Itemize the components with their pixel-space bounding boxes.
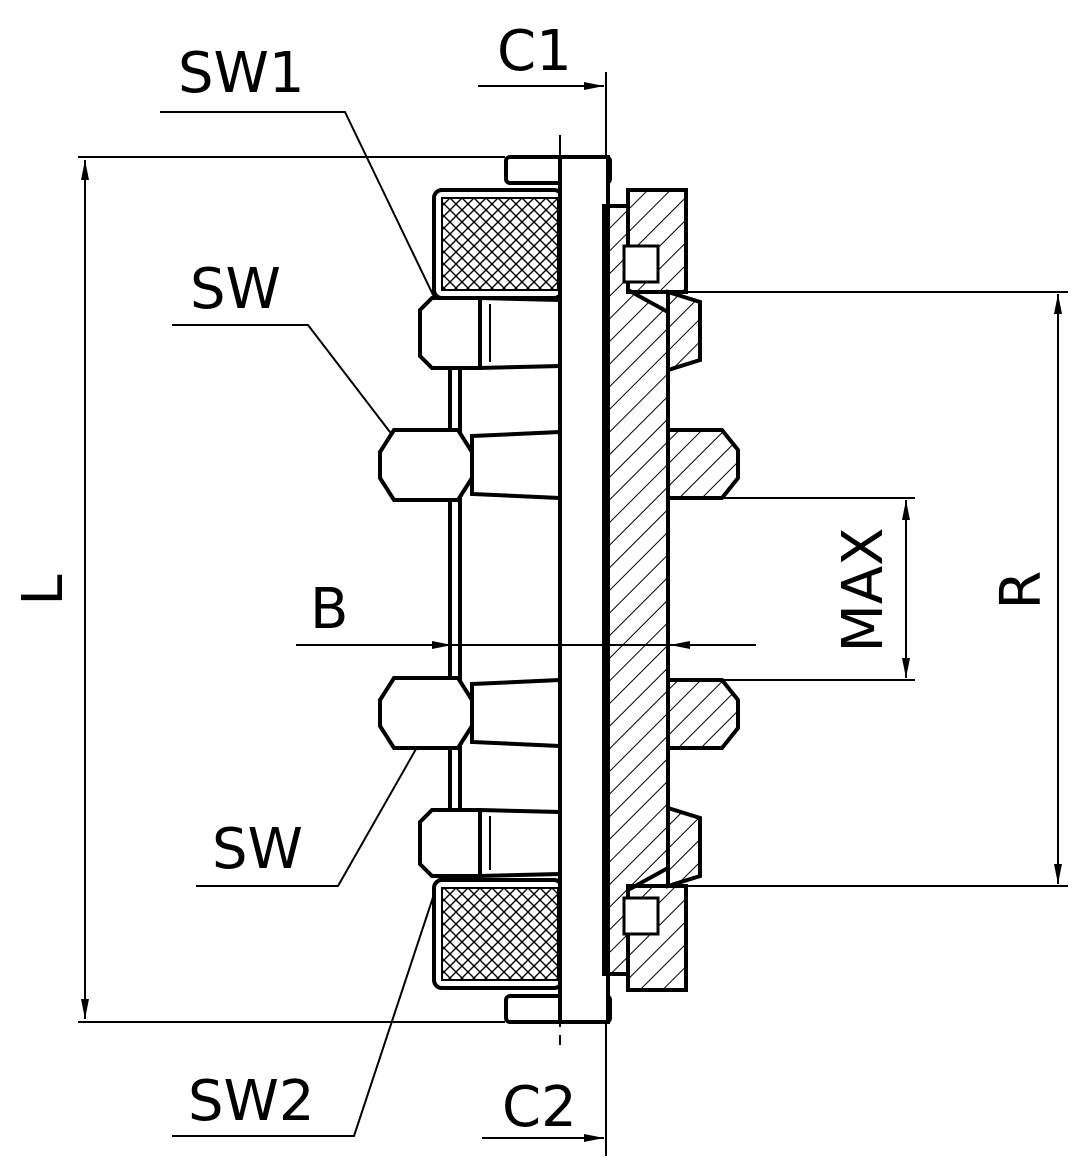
label-sw-bottom: SW (212, 817, 303, 882)
label-c2: C2 (502, 1075, 577, 1140)
dimension-r: R (686, 291, 1068, 887)
knurled-nut-bottom (432, 878, 564, 990)
label-c1: C1 (497, 19, 572, 84)
hex-fitting-sw-top (378, 428, 562, 502)
hex-fitting-sw-bottom (378, 676, 562, 750)
hex-fitting-sw1 (418, 295, 562, 371)
dimension-b: B (296, 577, 756, 649)
dimension-c1: C1 (478, 19, 607, 157)
label-sw2: SW2 (188, 1069, 315, 1134)
hex-fitting-sw2 (418, 807, 562, 879)
section-view (602, 188, 740, 992)
label-max: MAX (831, 528, 896, 653)
leader-sw-top: SW (172, 257, 422, 472)
dimension-l: L (11, 156, 505, 1023)
dimension-c2: C2 (482, 1022, 607, 1156)
label-sw1: SW1 (178, 41, 305, 106)
label-r: R (989, 571, 1054, 610)
knurled-nut-top (432, 188, 564, 300)
label-b: B (310, 577, 348, 642)
label-sw-top: SW (190, 257, 281, 322)
leader-sw2: SW2 (172, 846, 454, 1137)
label-l: L (11, 574, 76, 605)
dimension-max: MAX (670, 497, 915, 681)
